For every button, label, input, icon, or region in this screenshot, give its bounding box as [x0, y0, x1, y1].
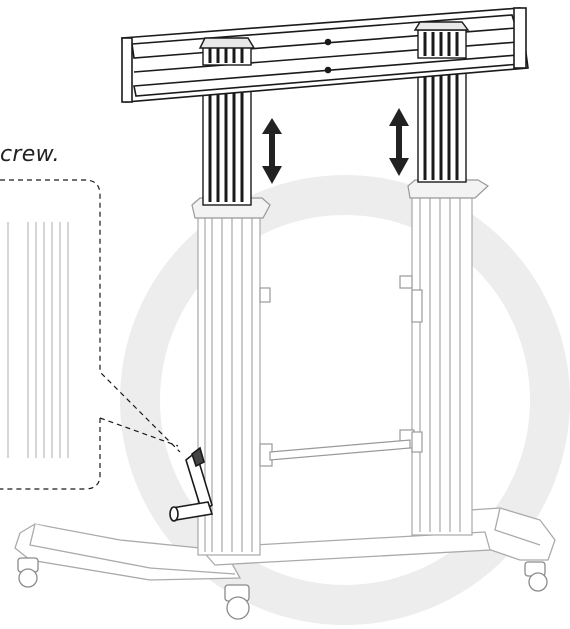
watermark-ring: [120, 175, 570, 625]
instruction-caption: crew.: [0, 142, 60, 167]
up-down-arrow-icon: [389, 108, 409, 176]
crank-handle-icon: [169, 446, 214, 522]
caster-wheel-icon: [17, 557, 548, 620]
mounting-bar: [121, 7, 529, 103]
lower-right-column: [407, 179, 489, 536]
detail-callout: [0, 179, 181, 490]
frame-brackets: [259, 275, 423, 467]
upper-column-caps: [198, 21, 470, 66]
base-frame: [14, 507, 556, 581]
up-down-arrow-icon: [262, 118, 282, 184]
detail-column-lines: [7, 222, 69, 458]
